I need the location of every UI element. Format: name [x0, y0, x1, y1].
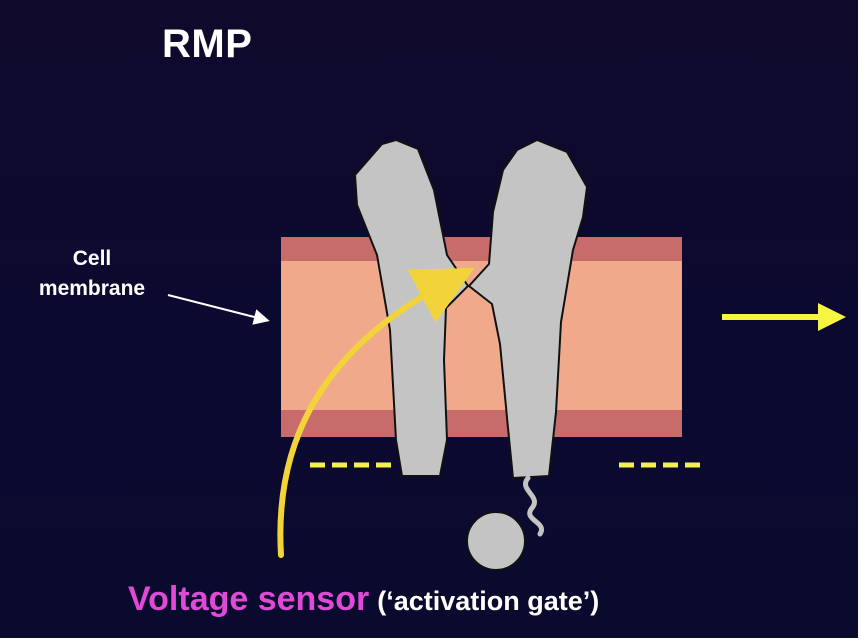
cell-membrane	[281, 237, 682, 437]
channel-right-subunit	[467, 138, 589, 480]
membrane-core	[281, 237, 682, 437]
caption-sub: (‘activation gate’)	[377, 586, 600, 616]
slide-title: RMP	[162, 22, 253, 66]
flow-arrow	[722, 303, 846, 331]
inactivation-chain	[523, 475, 544, 537]
cell-membrane-label-line2: membrane	[38, 277, 146, 300]
voltage-sensor-caption: Voltage sensor(‘activation gate’)	[128, 580, 599, 619]
voltage-sensor-arrow	[277, 267, 475, 558]
cell-membrane-label: Cell membrane	[22, 244, 162, 304]
inactivation-ball	[466, 511, 526, 571]
membrane-pointer-arrow	[167, 294, 270, 325]
caption-main: Voltage sensor	[128, 580, 370, 618]
membrane-outer-edge	[281, 237, 682, 261]
membrane-inner-edge	[281, 410, 682, 437]
cell-membrane-label-line1: Cell	[72, 247, 112, 270]
